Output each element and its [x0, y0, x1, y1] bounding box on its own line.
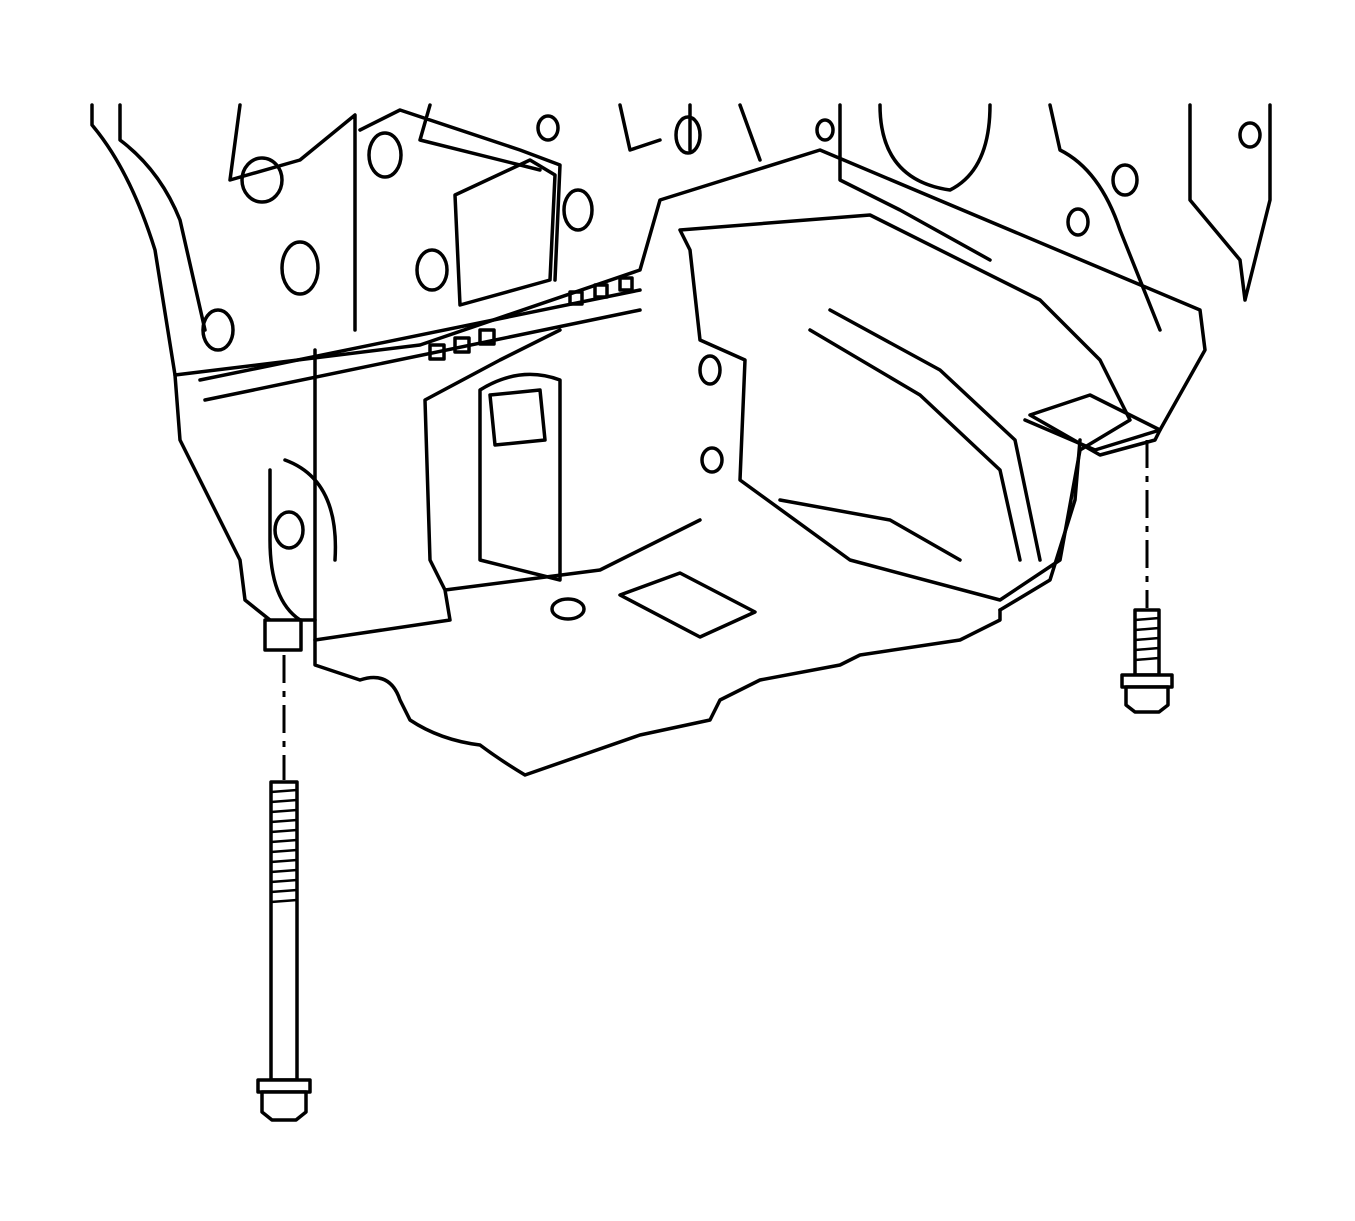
- engine-block: [90, 103, 1272, 622]
- oil-filter-adapter: [488, 388, 547, 447]
- oil-pan-outline: [313, 348, 1002, 777]
- bolt-flange: [1120, 673, 1174, 689]
- bolt-threads: [1134, 616, 1160, 662]
- block-upper-detail: [118, 103, 1272, 332]
- bolt-boss: [674, 115, 702, 155]
- bolt-boss: [1066, 207, 1090, 237]
- long-bolt: [256, 618, 312, 1122]
- left-mount-boss: [268, 458, 338, 622]
- drain-plug-boss: [478, 372, 562, 582]
- pan-hole: [698, 354, 722, 386]
- pan-hole: [550, 597, 586, 621]
- pan-hole: [700, 446, 724, 474]
- bolt-boss: [280, 240, 320, 296]
- bolt-boss: [815, 118, 835, 142]
- mount-hole: [273, 510, 305, 550]
- oil-pan: [268, 213, 1162, 777]
- bolt-boss: [1238, 121, 1262, 149]
- bolt-boss: [240, 156, 284, 204]
- bolt-threads: [270, 788, 298, 904]
- gasket-rail: [198, 288, 642, 402]
- bolt-flange: [256, 1078, 312, 1094]
- bolt-boss: [415, 248, 449, 292]
- bolt-washer: [263, 618, 303, 652]
- oil-pan-ribs: [778, 308, 1042, 562]
- block-left-flange: [173, 148, 1207, 452]
- bolt-boss: [367, 131, 403, 179]
- bolt-hex-head: [260, 1090, 308, 1122]
- bolt-boss: [536, 114, 560, 142]
- block-left-edge: [90, 103, 272, 622]
- bolt-shank: [269, 780, 299, 1082]
- short-bolt: [1120, 440, 1174, 714]
- bolt-boss: [201, 308, 235, 352]
- block-housing: [453, 158, 557, 307]
- bolt-boss: [562, 188, 594, 232]
- label-plate: [618, 571, 757, 639]
- bolt-hex-head: [1124, 685, 1170, 714]
- oil-pan-sump: [678, 213, 1132, 602]
- gasket-slots: [428, 276, 634, 361]
- bolt-boss: [1111, 163, 1139, 197]
- right-mount-ear: [1028, 393, 1162, 457]
